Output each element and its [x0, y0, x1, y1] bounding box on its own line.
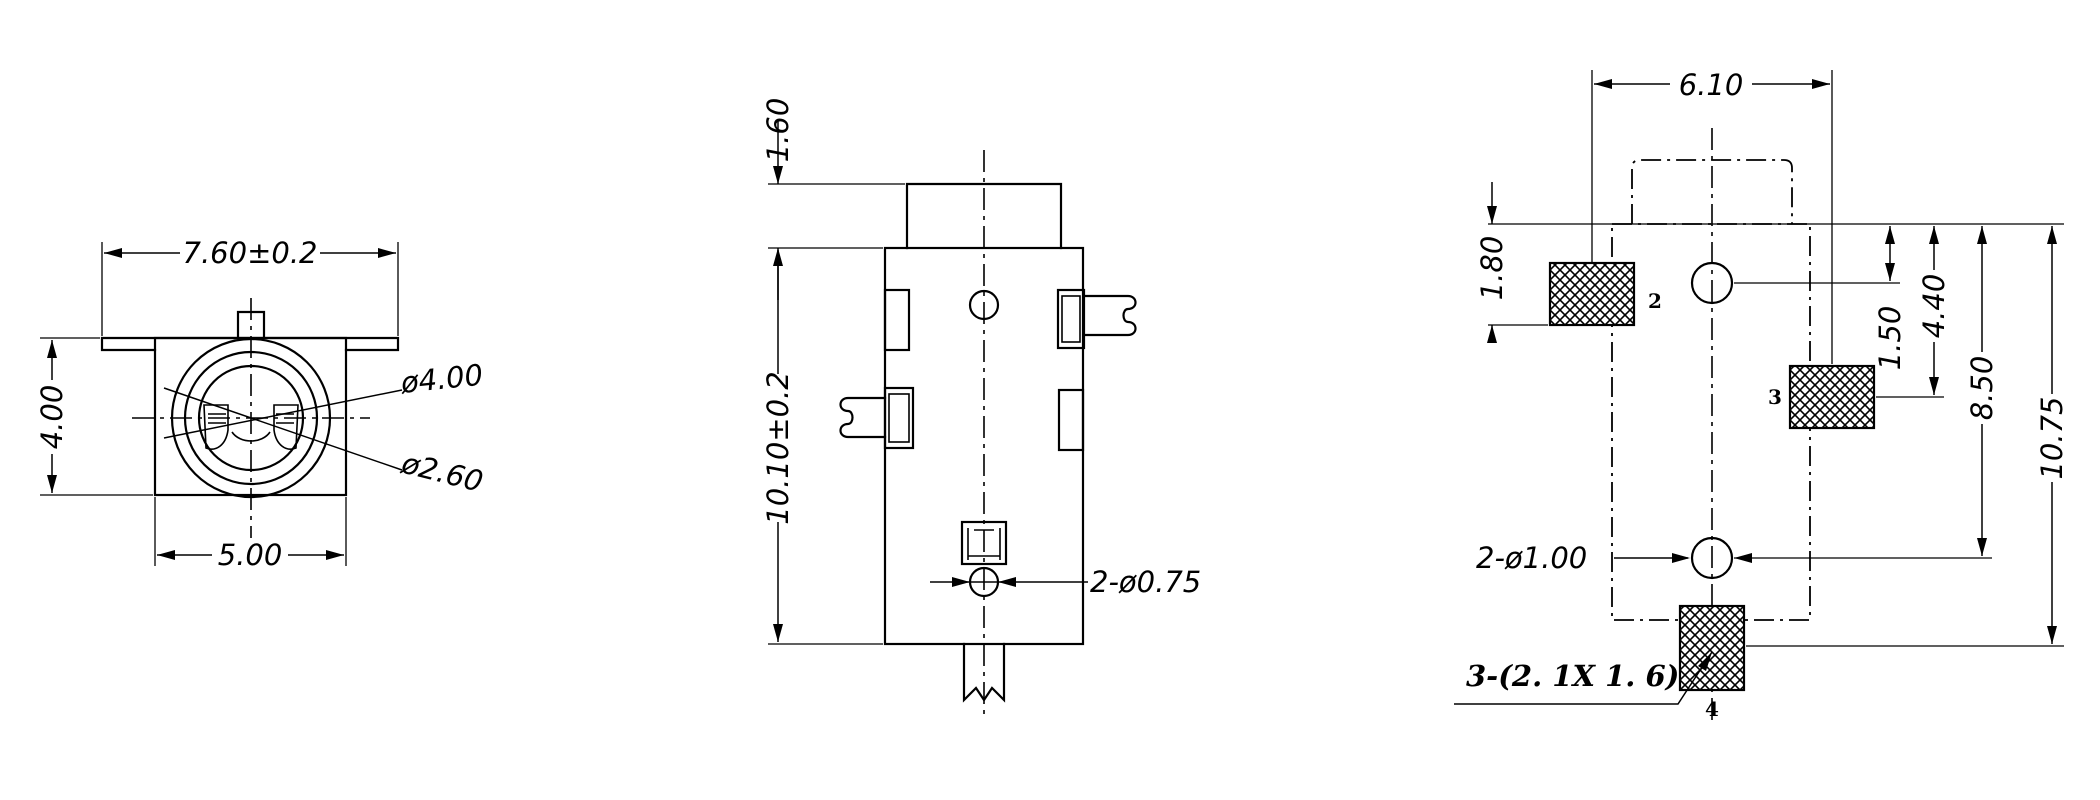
pcb-hole-offset-dim: 1.50	[1873, 306, 1907, 371]
side-protrusion	[905, 182, 1063, 250]
front-inner-diameter-label: ø2.60	[397, 446, 486, 499]
pcb-pad-spacing-dim: 6.10	[1679, 68, 1744, 102]
pcb-pin-label-2: 2	[1648, 289, 1662, 313]
front-outer-diameter-label: ø4.00	[398, 358, 484, 401]
front-height-dim: 4.00	[35, 385, 69, 450]
side-slot-right-2	[1057, 388, 1085, 452]
pcb-pad-callout: 3-(2. 1X 1. 6)	[1466, 659, 1679, 693]
pcb-pad-4	[1678, 604, 1746, 692]
front-view: 7.60±0.2 4.00 5.00 ø4.00 ø2.60	[35, 236, 486, 572]
side-protrusion-dim: 1.60	[761, 98, 795, 163]
side-slot-left-1	[883, 288, 911, 352]
pcb-hole-1	[1690, 261, 1734, 305]
pcb-pad2-offset-dim: 1.80	[1475, 236, 1509, 301]
front-contacts	[203, 404, 299, 450]
pcb-pin-label-3: 3	[1768, 385, 1782, 409]
side-terminal-right	[1056, 288, 1137, 350]
pcb-hole2-offset-dim: 8.50	[1965, 356, 1999, 421]
side-post-hole-callout: 2-ø0.75	[1090, 565, 1201, 599]
side-terminal-left	[839, 386, 915, 450]
side-length-dim: 10.10±0.2	[761, 371, 795, 524]
pcb-pad3-offset-dim: 4.40	[1917, 274, 1951, 339]
side-view: 1.60 10.10±0.2 2-ø0.75	[760, 98, 1201, 716]
front-od26-leader	[163, 387, 403, 471]
pcb-total-length-dim: 10.75	[2035, 396, 2069, 479]
pcb-pad-3	[1788, 364, 1876, 430]
pcb-pad-2	[1548, 261, 1636, 327]
pcb-pad-leader	[1454, 651, 1713, 705]
pcb-hole-2	[1690, 536, 1734, 580]
front-body-width-dim: 5.00	[218, 538, 283, 572]
pcb-hole-callout: 2-ø1.00	[1476, 541, 1587, 575]
pcb-pin-label-4: 4	[1705, 697, 1719, 721]
front-width-dim: 7.60±0.2	[183, 236, 318, 270]
front-od4-leader	[163, 389, 403, 439]
pcb-layout: 2 3 4 6.10 1.80 1.50 4.40 8.50	[1454, 68, 2069, 721]
